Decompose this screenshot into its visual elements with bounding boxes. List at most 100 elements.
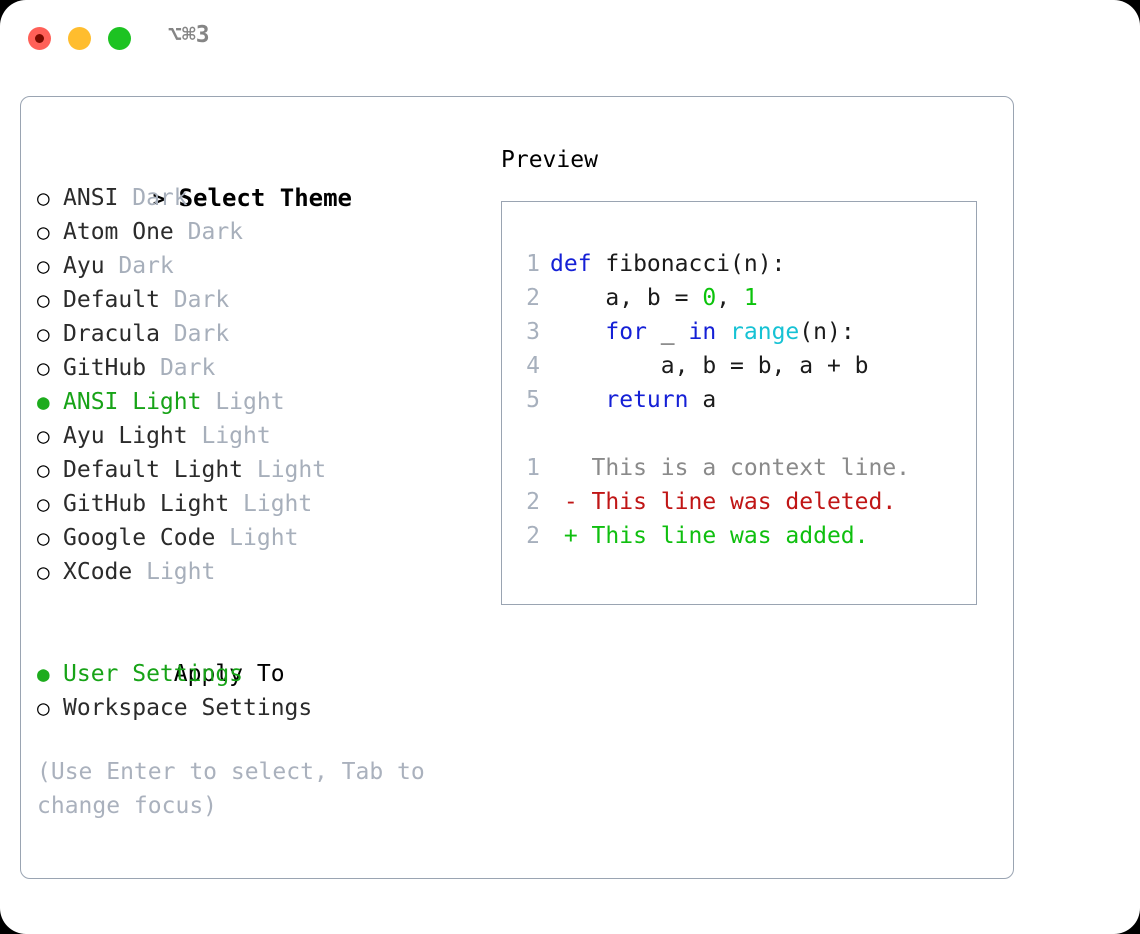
theme-list-item[interactable]: ○ Atom One Dark — [37, 215, 477, 249]
theme-selector-column: >Select Theme ○ANSI Dark○Atom One Dark○A… — [37, 147, 477, 823]
radio-unselected-icon: ○ — [37, 696, 50, 720]
theme-list-item[interactable]: ●ANSI Light Light — [37, 385, 477, 419]
theme-list-item[interactable]: ○ Default Dark — [37, 283, 477, 317]
list-spacer — [37, 589, 477, 623]
theme-name: Default — [63, 287, 160, 313]
radio-unselected-icon: ○ — [37, 560, 50, 584]
window-minimize-button[interactable] — [68, 27, 91, 50]
window-maximize-button[interactable] — [108, 27, 131, 50]
diff-line-number: 2 — [526, 523, 540, 549]
theme-name: Atom One — [63, 219, 174, 245]
code-token: in — [688, 319, 717, 345]
apply-to-option[interactable]: ● User Settings — [37, 657, 477, 691]
code-line-number: 2 — [526, 285, 540, 311]
code-token: 1 — [743, 285, 758, 311]
code-token: 0 — [702, 285, 717, 311]
apply-to-option-label: User Settings — [63, 661, 244, 687]
radio-unselected-icon: ○ — [37, 186, 50, 210]
theme-name: Ayu — [63, 253, 105, 279]
theme-kind: Dark — [118, 185, 188, 211]
theme-kind: Light — [187, 423, 271, 449]
main-panel: >Select Theme ○ANSI Dark○Atom One Dark○A… — [20, 96, 1014, 879]
prompt-caret-icon: > — [152, 187, 166, 211]
code-token — [550, 387, 605, 413]
theme-name: Dracula — [63, 321, 160, 347]
code-token: def — [550, 251, 606, 277]
radio-unselected-icon: ○ — [37, 322, 50, 346]
code-line-number: 5 — [526, 387, 540, 413]
theme-kind: Dark — [159, 321, 230, 347]
radio-unselected-icon: ○ — [37, 458, 50, 482]
code-token — [716, 319, 730, 345]
theme-name: Default Light — [63, 457, 244, 483]
code-line: 3 for _ in range(n): — [514, 315, 869, 349]
theme-kind: Light — [229, 491, 313, 517]
code-line-number: 1 — [526, 251, 540, 277]
radio-selected-icon: ● — [37, 662, 50, 686]
diff-line-number: 1 — [526, 455, 540, 481]
code-line: 4 a, b = b, a + b — [514, 349, 869, 383]
code-token: for — [605, 319, 647, 345]
preview-box: 1 def fibonacci(n): 2 a, b = 0, 1 3 for _ i… — [501, 201, 977, 605]
theme-list-item[interactable]: ○ GitHub Dark — [37, 351, 477, 385]
theme-name: GitHub Light — [63, 491, 230, 517]
diff-line-text: This is a context line. — [550, 455, 911, 481]
theme-name: ANSI — [63, 185, 119, 211]
page-title: Select Theme — [178, 184, 352, 212]
theme-kind: Dark — [159, 287, 230, 313]
code-line: 5 return a — [514, 383, 869, 417]
theme-kind: Dark — [104, 253, 174, 279]
theme-name: XCode — [63, 559, 133, 585]
code-token: fibonacci(n): — [605, 251, 786, 277]
theme-list-item[interactable]: ○ Default Light Light — [37, 453, 477, 487]
diff-line: 2 - This line was deleted. — [514, 485, 910, 519]
radio-unselected-icon: ○ — [37, 288, 50, 312]
diff-line: 2 + This line was added. — [514, 519, 910, 553]
theme-kind: Light — [201, 389, 285, 415]
window-title: ⌥⌘3 — [168, 22, 210, 48]
theme-kind: Dark — [173, 219, 244, 245]
apply-to-title-row: Apply To — [37, 623, 477, 687]
code-token: a — [688, 387, 717, 413]
theme-list-item[interactable]: ○Google Code Light — [37, 521, 477, 555]
diff-sample: 1 This is a context line.2 - This line w… — [514, 451, 910, 553]
window-close-button[interactable] — [28, 27, 51, 50]
theme-kind: Light — [132, 559, 216, 585]
theme-kind: Light — [243, 457, 327, 483]
diff-line: 1 This is a context line. — [514, 451, 910, 485]
theme-kind: Dark — [146, 355, 216, 381]
theme-name: Ayu Light — [63, 423, 188, 449]
diff-line-text: - This line was deleted. — [550, 489, 897, 515]
close-icon — [35, 34, 44, 43]
radio-unselected-icon: ○ — [37, 356, 50, 380]
radio-unselected-icon: ○ — [37, 424, 50, 448]
theme-list-item[interactable]: ○GitHub Light Light — [37, 487, 477, 521]
diff-line-number: 2 — [526, 489, 540, 515]
code-token: a, b = b, a + b — [550, 353, 869, 379]
theme-list-item[interactable]: ○Ayu Dark — [37, 249, 477, 283]
theme-list-item[interactable]: ○ ANSI Dark — [37, 181, 477, 215]
code-token: return — [605, 387, 689, 413]
radio-unselected-icon: ○ — [37, 220, 50, 244]
apply-to-option-label: Workspace Settings — [63, 695, 313, 721]
code-token: _ — [646, 319, 689, 345]
theme-list-item[interactable]: ○ Ayu Light Light — [37, 419, 477, 453]
theme-list: ○ANSI Dark○Atom One Dark○Ayu Dark○Defaul… — [37, 181, 477, 589]
code-token: , — [716, 285, 744, 311]
theme-list-item[interactable]: ○ XCode Light — [37, 555, 477, 589]
code-line-number: 3 — [526, 319, 540, 345]
theme-name: Google Code — [63, 525, 216, 551]
code-token: range — [730, 319, 800, 345]
theme-list-header: > Select Theme — [37, 147, 477, 212]
theme-list-item[interactable]: ○ Dracula Dark — [37, 317, 477, 351]
keyboard-hint: (Use Enter to select, Tab to change focu… — [37, 759, 425, 819]
apply-to-option[interactable]: ○ Workspace Settings — [37, 691, 477, 725]
code-token: a, b = — [550, 285, 703, 311]
radio-selected-icon: ● — [37, 390, 50, 414]
theme-name: GitHub — [63, 355, 147, 381]
apply-to-options: ● User Settings ○ Workspace Settings — [37, 657, 477, 725]
code-line: 1 def fibonacci(n): — [514, 247, 869, 281]
apply-to-title: Apply To — [173, 661, 285, 687]
